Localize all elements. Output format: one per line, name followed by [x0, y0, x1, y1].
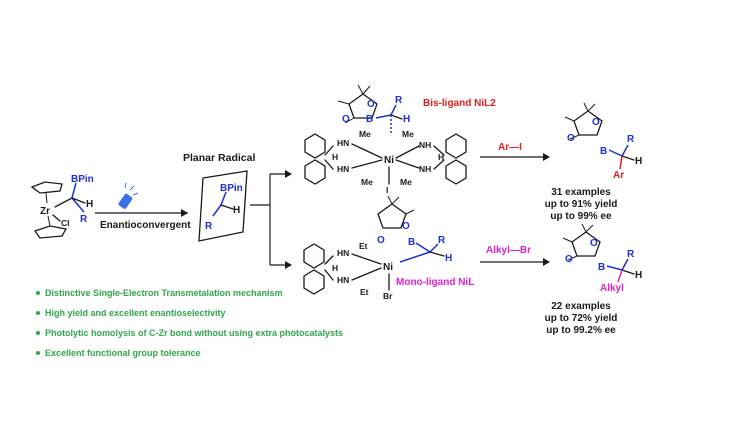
top-product-h: H [635, 156, 642, 167]
bottom-result-yield: up to 72% yield [545, 313, 618, 324]
bis-ligand-complex: O O B R H Bis-ligand NiL2 Ni I HN HN Me … [304, 84, 496, 195]
bottom-product-r: R [627, 249, 635, 260]
mono-h: H [445, 253, 452, 264]
radical-plane [198, 170, 248, 242]
highlight-item: High yield and excellent enantioselectiv… [45, 308, 226, 318]
mono-ligand-title: Mono-ligand NiL [396, 277, 474, 288]
bis-o1: O [367, 99, 375, 110]
bottom-reagent: Alkyl—Br [486, 245, 531, 256]
bis-hn-2: HN [337, 164, 349, 174]
c-h-bond [71, 197, 86, 204]
bottom-product-o2: O [565, 254, 573, 265]
bis-o2: O [342, 114, 350, 125]
bis-hn-1: HN [337, 138, 349, 148]
radical-bpin-label: BPin [220, 183, 243, 194]
bis-me-3: Me [402, 129, 414, 139]
bis-me-2: Me [361, 177, 373, 187]
cp-ring-top [30, 181, 63, 194]
r-label: R [80, 214, 88, 225]
bottom-result-examples: 22 examples [551, 301, 611, 312]
mono-ni: Ni [383, 262, 393, 273]
bis-nh-2: NH [419, 164, 431, 174]
c-r-bond [71, 197, 85, 213]
mono-et-2: Et [360, 287, 369, 297]
mono-o1: O [377, 235, 385, 246]
bis-nh-1: NH [419, 140, 431, 150]
mono-hn-2: HN [337, 275, 349, 285]
bottom-results: 22 examples up to 72% yield up to 99.2% … [545, 301, 618, 336]
zr-label: Zr [40, 206, 50, 217]
bullet-icon [36, 351, 40, 355]
zr-cp-bond [45, 192, 48, 204]
lightbulb-icon [118, 193, 133, 209]
top-product-b: B [600, 146, 607, 157]
mono-h-left: H [332, 263, 338, 273]
highlight-item: Excellent functional group tolerance [45, 348, 201, 358]
mono-ligand-complex: O O B R H Ni Br Et Et HN HN H Mono-ligan… [303, 195, 474, 301]
top-product-ar: Ar [613, 170, 624, 181]
mono-o2: O [402, 221, 410, 232]
top-reagent: Ar—I [498, 142, 522, 153]
cp-ring-bottom [33, 225, 68, 239]
bpin-label: BPin [71, 174, 94, 185]
zr-cp-bond [47, 215, 51, 227]
bottom-product-h: H [635, 270, 642, 281]
top-product-o1: O [592, 117, 600, 128]
top-results: 31 examples up to 91% yield up to 99% ee [545, 187, 618, 222]
top-result-ee: up to 99% ee [550, 211, 612, 222]
bottom-result-ee: up to 99.2% ee [546, 325, 616, 336]
bottom-product: O O B R H Alkyl [562, 223, 642, 294]
highlights-list: Distinctive Single-Electron Transmetalat… [36, 288, 343, 358]
bis-b: B [366, 114, 373, 125]
bottom-product-b: B [598, 262, 605, 273]
mono-et-1: Et [359, 241, 368, 251]
bottom-product-o1: O [590, 238, 598, 249]
mono-b: B [408, 237, 415, 248]
highlight-item: Photolytic homolysis of C-Zr bond withou… [45, 328, 343, 338]
zr-c-bond [54, 197, 73, 208]
mono-br: Br [383, 291, 393, 301]
condition-label: Enantioconvergent [100, 220, 191, 231]
bis-h: H [403, 114, 410, 125]
bullet-icon [36, 291, 40, 295]
mono-r: R [438, 235, 446, 246]
bis-i: I [386, 185, 388, 195]
top-product-r: R [627, 134, 635, 145]
top-result-examples: 31 examples [551, 187, 611, 198]
bis-r: R [395, 95, 403, 106]
radical-r-label: R [205, 221, 213, 232]
planar-radical: Planar Radical BPin H R [183, 152, 255, 242]
bis-h-left: H [332, 152, 338, 162]
top-product-o2: O [567, 133, 575, 144]
bis-me-1: Me [359, 129, 371, 139]
h-label: H [86, 199, 93, 210]
cl-label: Cl [61, 218, 70, 228]
bullet-icon [36, 331, 40, 335]
light-icon [118, 182, 139, 209]
zr-cl-bond [52, 214, 61, 222]
radical-h-label: H [233, 205, 240, 216]
c-b-bond [71, 182, 77, 199]
highlight-item: Distinctive Single-Electron Transmetalat… [45, 288, 283, 298]
bis-ligand-title: Bis-ligand NiL2 [423, 98, 496, 109]
bis-h-right: H [438, 152, 444, 162]
mono-hn-1: HN [337, 248, 349, 258]
zirconocene-substrate: Zr Cl BPin H R [30, 174, 94, 239]
top-product: O O B R H Ar [564, 102, 642, 181]
bottom-product-alkyl: Alkyl [600, 283, 624, 294]
bis-me-4: Me [400, 177, 412, 187]
bis-ni: Ni [384, 155, 394, 166]
top-result-yield: up to 91% yield [545, 199, 618, 210]
planar-radical-title: Planar Radical [183, 152, 255, 164]
bullet-icon [36, 311, 40, 315]
